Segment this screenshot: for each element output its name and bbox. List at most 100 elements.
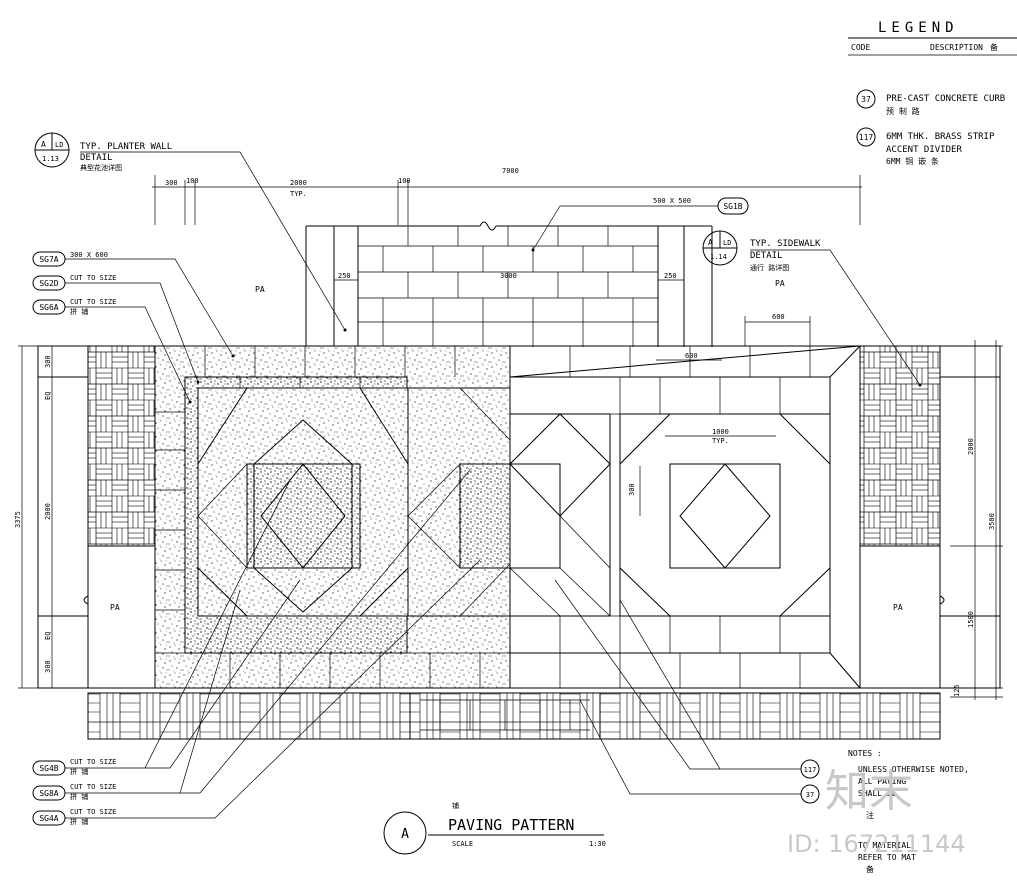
- svg-text:A: A: [708, 238, 713, 247]
- svg-text:1.13: 1.13: [42, 155, 59, 163]
- svg-text:通行 路详图: 通行 路详图: [750, 263, 789, 272]
- dim-600a: 600: [772, 313, 785, 321]
- dim-left-2000: 2000: [44, 503, 52, 520]
- callout-planter-wall: A LD 1.13 TYP. PLANTER WALL DETAIL 典型花池详…: [34, 132, 347, 332]
- svg-text:拼 铺: 拼 铺: [70, 792, 88, 801]
- notes: NOTES : UNLESS OTHERWISE NOTED, ALL PAVI…: [848, 749, 969, 874]
- dim-left-eqb: EQ: [44, 632, 52, 640]
- watermark-id: ID: 167211144: [787, 830, 966, 858]
- dim-3000: 3000: [500, 272, 517, 280]
- watermark: 知末 ID: 167211144: [787, 766, 966, 858]
- pa-label-top-right: PA: [775, 279, 785, 288]
- svg-text:TYP. PLANTER WALL: TYP. PLANTER WALL: [80, 142, 172, 152]
- svg-text:拼 铺: 拼 铺: [70, 307, 88, 316]
- main-paving: 600 600 1000 TYP. 300: [37, 313, 1001, 740]
- title-cn: 铺: [452, 801, 459, 810]
- svg-text:CUT TO SIZE: CUT TO SIZE: [70, 758, 116, 766]
- legend-col-code: CODE: [851, 43, 870, 52]
- title-id: A: [401, 827, 409, 842]
- pa-label-right: PA: [893, 603, 903, 612]
- tag-sg6a: SG6A CUT TO SIZE 拼 铺: [32, 298, 192, 404]
- pa-label-top-left: PA: [255, 285, 265, 294]
- top-dimensions: 300 100 2000 TYP. 100 7000: [152, 167, 862, 225]
- dim-250b: 250: [664, 272, 677, 280]
- svg-text:备: 备: [866, 864, 874, 874]
- svg-text:UNLESS OTHERWISE NOTED,: UNLESS OTHERWISE NOTED,: [858, 765, 969, 774]
- svg-text:NOTES :: NOTES :: [848, 749, 882, 758]
- svg-text:预 制 路: 预 制 路: [886, 106, 920, 116]
- svg-text:SG7A: SG7A: [39, 255, 58, 264]
- legend-col-desc: DESCRIPTION: [930, 43, 983, 52]
- dim-7000: 7000: [502, 167, 519, 175]
- svg-text:LD: LD: [55, 141, 63, 149]
- dim-typ2: TYP.: [712, 437, 729, 445]
- tag-sg4b: SG4B CUT TO SIZE 拼 铺: [32, 479, 301, 776]
- legend-title: LEGEND: [878, 20, 959, 36]
- dim-right-125: 125: [953, 684, 961, 697]
- svg-text:37: 37: [806, 791, 814, 799]
- svg-text:SG4B: SG4B: [39, 764, 58, 773]
- tag-sg7a: SG7A 300 X 600: [32, 251, 235, 358]
- svg-text:PRE-CAST CONCRETE CURB: PRE-CAST CONCRETE CURB: [886, 94, 1005, 104]
- scale-label: SCALE: [452, 840, 473, 848]
- svg-text:500 X 500: 500 X 500: [653, 197, 691, 205]
- dim-2000: 2000: [290, 179, 307, 187]
- legend-col-x: 备: [990, 42, 998, 52]
- dim-300: 300: [165, 179, 178, 187]
- svg-text:SG4A: SG4A: [39, 814, 58, 823]
- scale-value: 1:30: [589, 840, 606, 848]
- legend: LEGEND CODE DESCRIPTION 备 37 PRE-CAST CO…: [848, 20, 1017, 166]
- svg-text:A: A: [41, 140, 46, 149]
- dim-left-300b: 300: [44, 660, 52, 673]
- left-dimensions: 300 EQ 2000 EQ 300 3375: [14, 345, 58, 689]
- svg-text:拼 铺: 拼 铺: [70, 767, 88, 776]
- dim-left-3375: 3375: [14, 511, 22, 528]
- svg-text:300 X 600: 300 X 600: [70, 251, 108, 259]
- tag-37: 37: [579, 699, 820, 804]
- dim-left-300a: 300: [44, 355, 52, 368]
- legend-item-117: 117 6MM THK. BRASS STRIP ACCENT DIVIDER …: [856, 127, 995, 166]
- dim-100b: 100: [398, 177, 411, 185]
- svg-text:拼 铺: 拼 铺: [70, 817, 88, 826]
- svg-text:SG2D: SG2D: [39, 279, 58, 288]
- svg-text:6MM THK. BRASS STRIP: 6MM THK. BRASS STRIP: [886, 132, 995, 142]
- svg-text:CUT TO SIZE: CUT TO SIZE: [70, 783, 116, 791]
- svg-text:TYP. SIDEWALK: TYP. SIDEWALK: [750, 239, 821, 249]
- right-dimensions: 2000 3500 1500 125: [950, 340, 1003, 700]
- dim-250a: 250: [338, 272, 351, 280]
- svg-text:SHALL BE: SHALL BE: [858, 789, 897, 798]
- tag-117: 117: [554, 579, 820, 779]
- dim-right-1500: 1500: [967, 611, 975, 628]
- svg-text:DETAIL: DETAIL: [80, 153, 113, 163]
- dim-300v: 300: [628, 483, 636, 496]
- svg-text:SG8A: SG8A: [39, 789, 58, 798]
- svg-text:37: 37: [861, 95, 871, 104]
- dim-right-3500: 3500: [988, 513, 996, 530]
- svg-text:REFER TO MAT: REFER TO MAT: [858, 853, 916, 862]
- svg-text:CUT TO SIZE: CUT TO SIZE: [70, 298, 116, 306]
- top-steps: 250 3000 250: [305, 221, 713, 347]
- svg-text:1.14: 1.14: [710, 253, 727, 261]
- svg-text:ALL PAVING: ALL PAVING: [858, 777, 906, 786]
- pa-label-left: PA: [110, 603, 120, 612]
- svg-text:LD: LD: [723, 239, 731, 247]
- svg-text:CUT TO SIZE: CUT TO SIZE: [70, 274, 116, 282]
- dim-left-eqa: EQ: [44, 392, 52, 400]
- svg-text:DETAIL: DETAIL: [750, 251, 783, 261]
- tag-sg4a: SG4A CUT TO SIZE 拼 铺: [32, 559, 481, 826]
- dim-1000: 1000: [712, 428, 729, 436]
- legend-item-37: 37 PRE-CAST CONCRETE CURB 预 制 路: [856, 89, 1005, 116]
- svg-text:ACCENT DIVIDER: ACCENT DIVIDER: [886, 145, 962, 155]
- dim-600b: 600: [685, 352, 698, 360]
- dim-100a: 100: [186, 177, 199, 185]
- watermark-brand: 知末: [825, 766, 913, 817]
- svg-text:117: 117: [859, 133, 874, 142]
- svg-text:典型花池详图: 典型花池详图: [80, 163, 122, 172]
- svg-text:117: 117: [804, 766, 817, 774]
- svg-text:SG6A: SG6A: [39, 303, 58, 312]
- dim-typ: TYP.: [290, 190, 307, 198]
- tag-sg2d: SG2D CUT TO SIZE: [32, 274, 200, 384]
- svg-text:TO MATERIAL: TO MATERIAL: [858, 841, 911, 850]
- svg-text:6MM 铜 嵌 条: 6MM 铜 嵌 条: [886, 156, 939, 166]
